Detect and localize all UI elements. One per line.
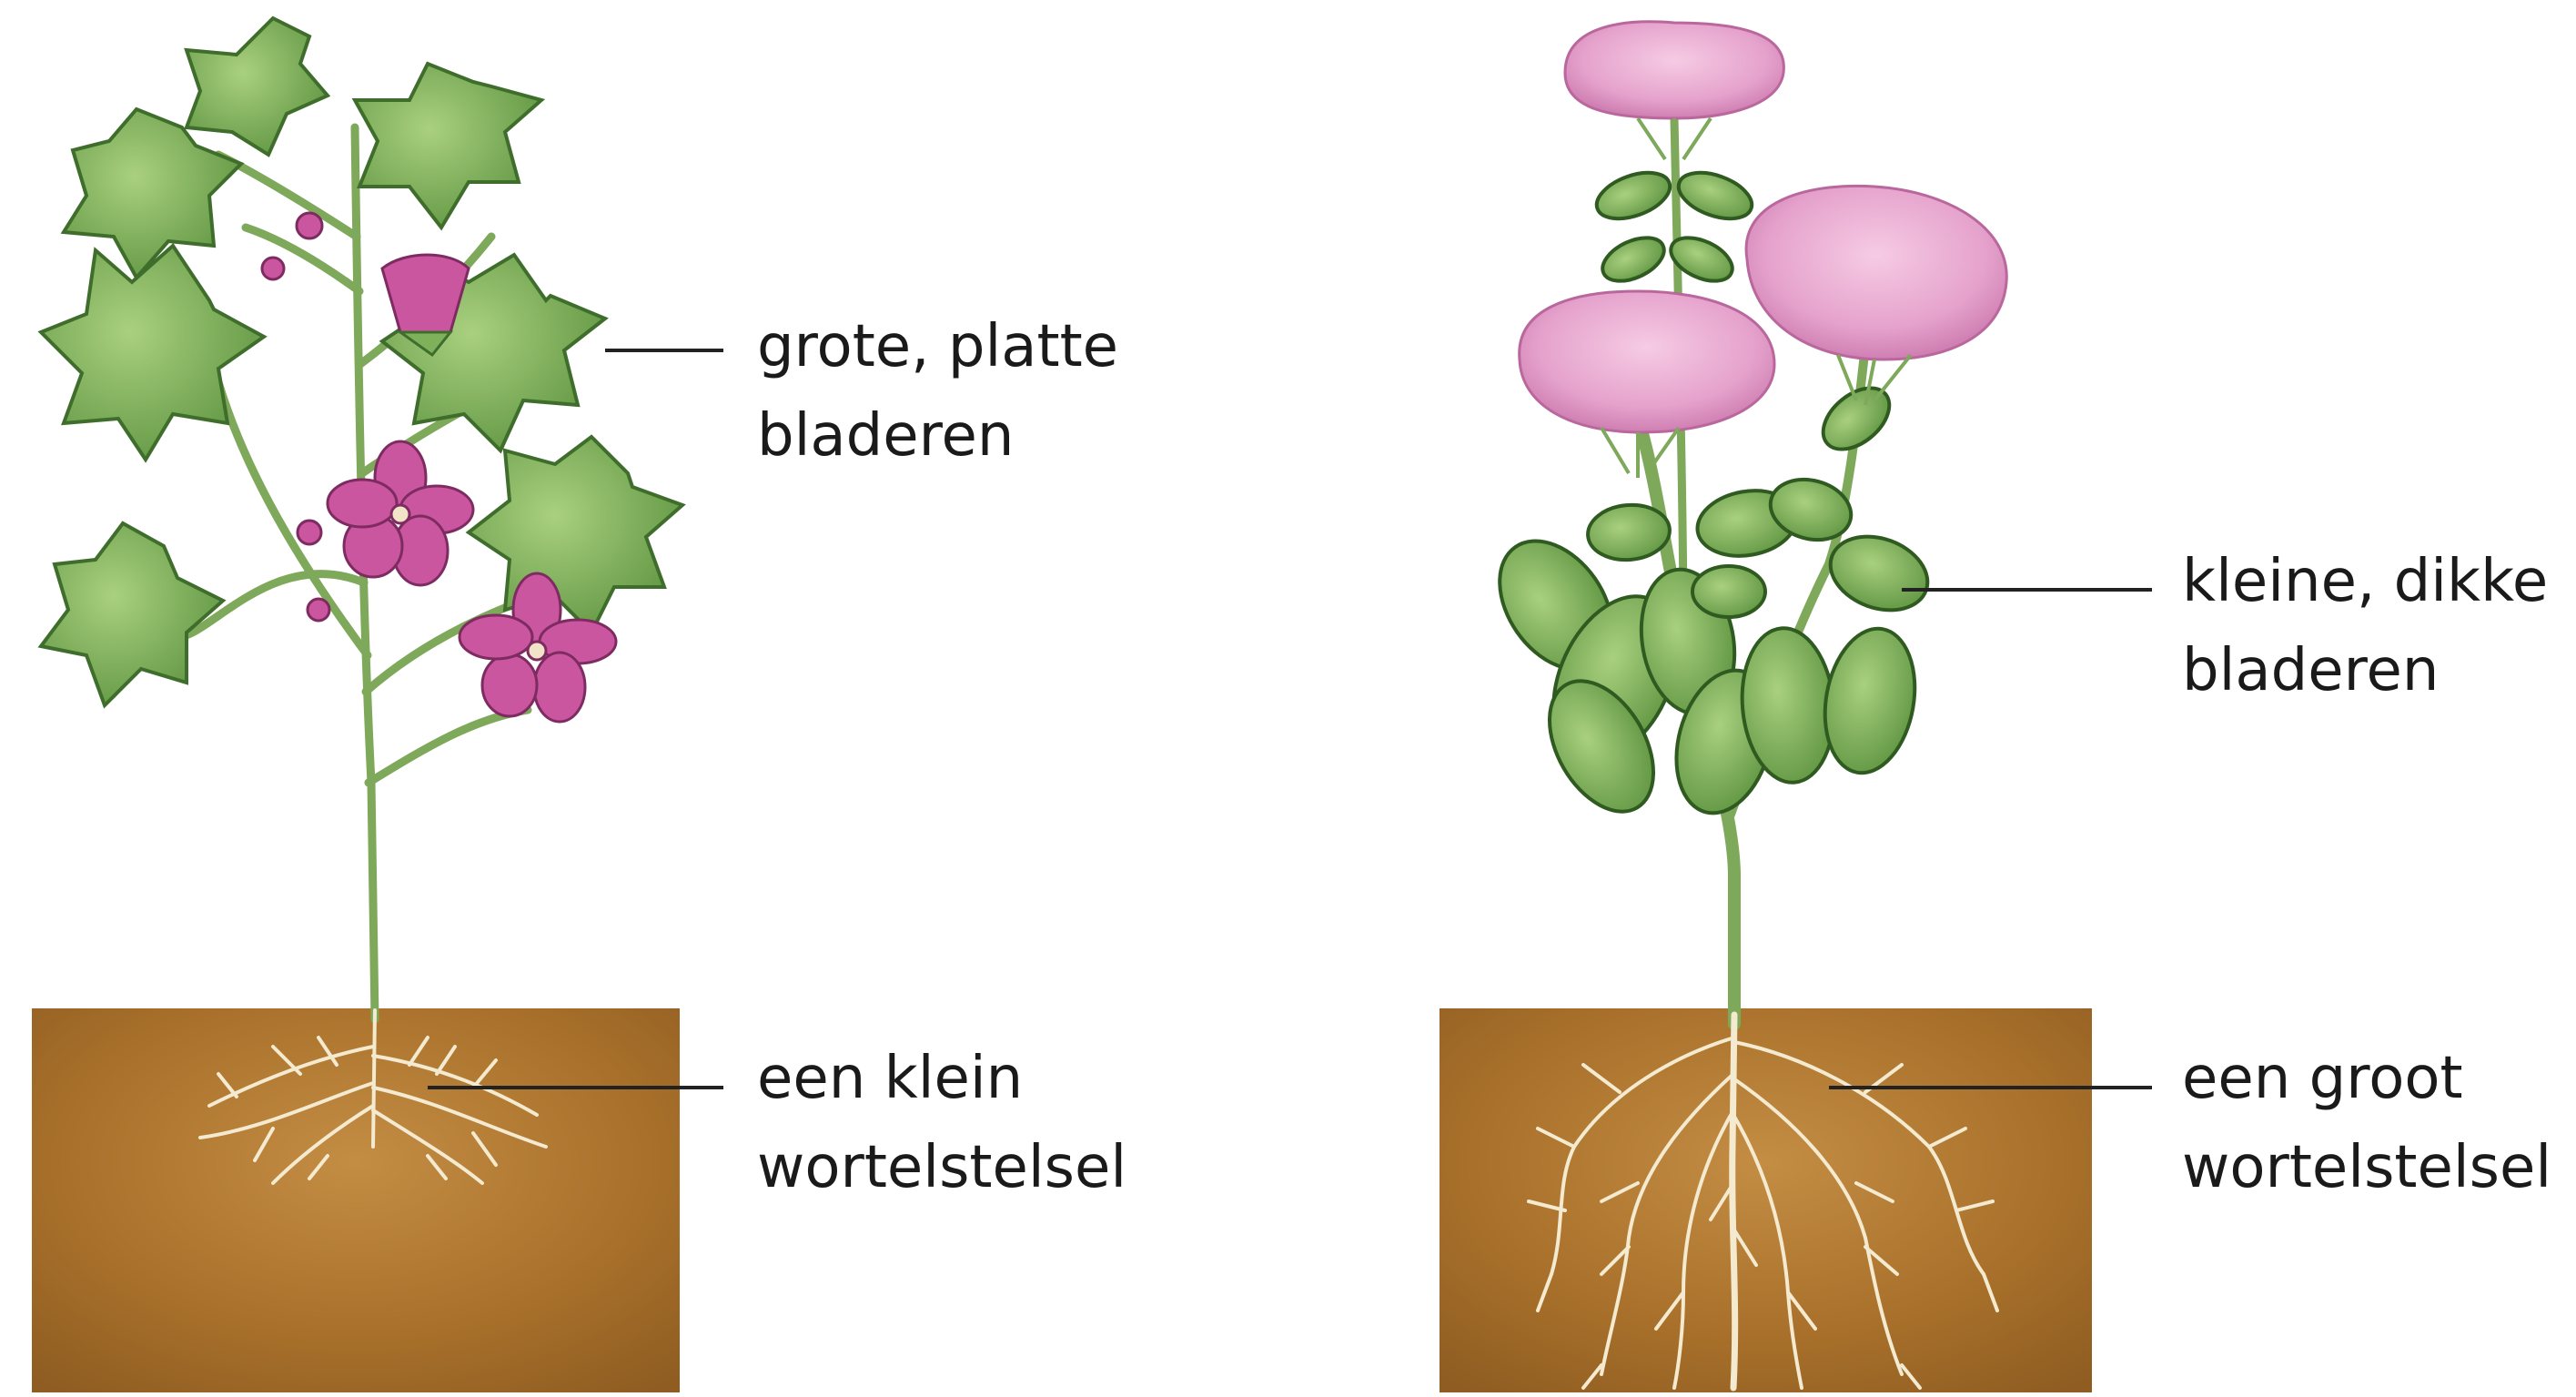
leaf bbox=[41, 523, 223, 705]
flower-bud bbox=[308, 599, 329, 621]
flower bbox=[328, 441, 473, 585]
right-plant-flowers bbox=[1520, 22, 2007, 432]
flower-head bbox=[1520, 291, 1774, 432]
flower-head bbox=[1746, 186, 2006, 359]
leaf bbox=[64, 109, 241, 278]
left-soil-block bbox=[32, 1008, 680, 1392]
label-right-leaves: kleine, dikke bladeren bbox=[2182, 537, 2548, 715]
flower-head bbox=[1565, 22, 1783, 118]
leaf bbox=[1814, 622, 1925, 780]
leaf bbox=[187, 18, 328, 155]
leaf bbox=[1692, 566, 1765, 617]
label-line: wortelstelsel bbox=[2182, 1123, 2551, 1212]
flower-bud bbox=[262, 258, 284, 279]
flower-bud bbox=[297, 213, 322, 238]
flower-bud bbox=[298, 521, 321, 544]
label-line: een groot bbox=[2182, 1034, 2551, 1123]
leaf bbox=[355, 64, 541, 228]
leaf bbox=[1596, 229, 1671, 290]
label-line: grote, platte bbox=[757, 302, 1118, 391]
label-line: kleine, dikke bbox=[2182, 537, 2548, 626]
leaf bbox=[1672, 164, 1758, 228]
label-line: een klein bbox=[757, 1034, 1126, 1123]
label-line: wortelstelsel bbox=[757, 1123, 1126, 1212]
leaf bbox=[1586, 501, 1672, 563]
label-line: bladeren bbox=[2182, 626, 2548, 715]
leaf bbox=[469, 437, 682, 633]
label-left-leaves: grote, platte bladeren bbox=[757, 302, 1118, 481]
left-plant bbox=[32, 18, 682, 1392]
label-right-roots: een groot wortelstelsel bbox=[2182, 1034, 2551, 1212]
label-left-roots: een klein wortelstelsel bbox=[757, 1034, 1126, 1212]
leaf bbox=[1591, 164, 1676, 228]
label-line: bladeren bbox=[757, 391, 1118, 481]
right-plant bbox=[1440, 22, 2092, 1392]
